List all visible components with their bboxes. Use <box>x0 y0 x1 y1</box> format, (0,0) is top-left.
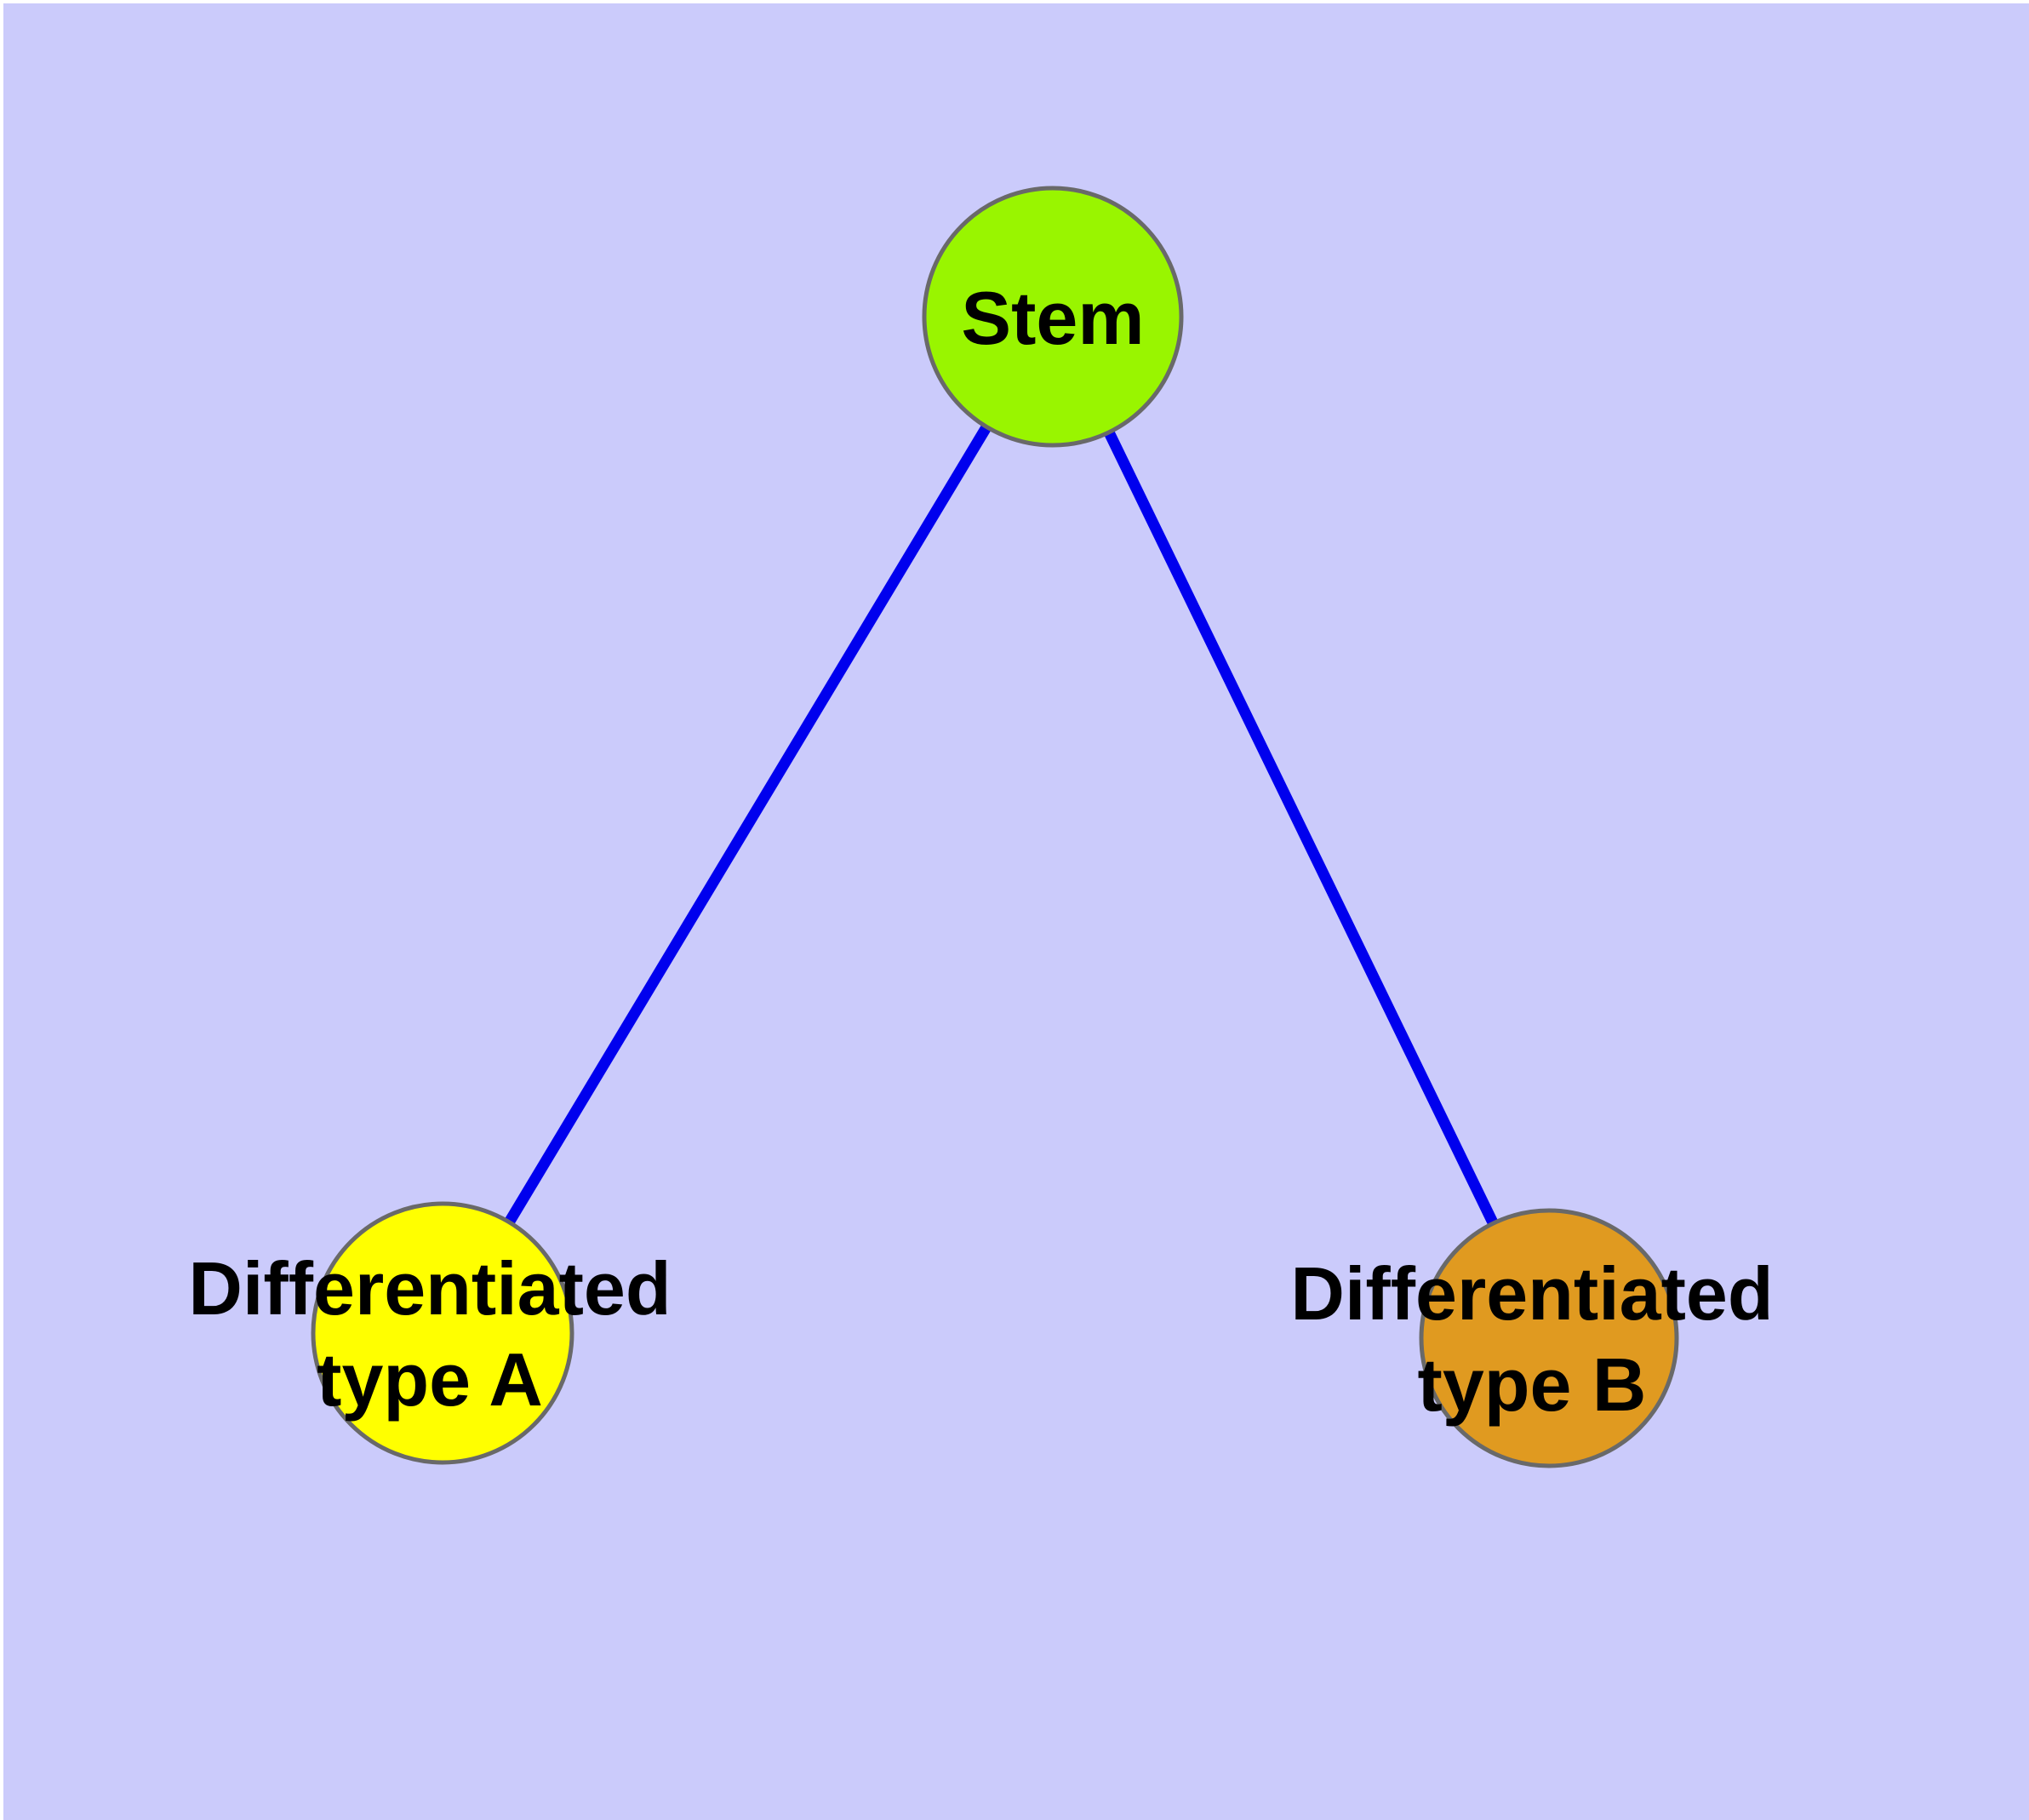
node-differentiated-type-b <box>1419 1208 1679 1468</box>
node-type-a-label-line1: Differentiated <box>188 1246 671 1331</box>
edge-stem-to-type-b <box>1048 314 1554 1341</box>
node-type-b-label-line2: type B <box>1418 1342 1647 1427</box>
node-stem <box>922 186 1184 448</box>
edge-stem-to-type-a <box>437 313 1058 1336</box>
node-differentiated-type-a <box>311 1201 574 1465</box>
node-type-a-label-line2: type A <box>317 1337 543 1422</box>
node-stem-label: Stem <box>961 276 1144 360</box>
node-type-b-label-line1: Differentiated <box>1290 1251 1773 1336</box>
